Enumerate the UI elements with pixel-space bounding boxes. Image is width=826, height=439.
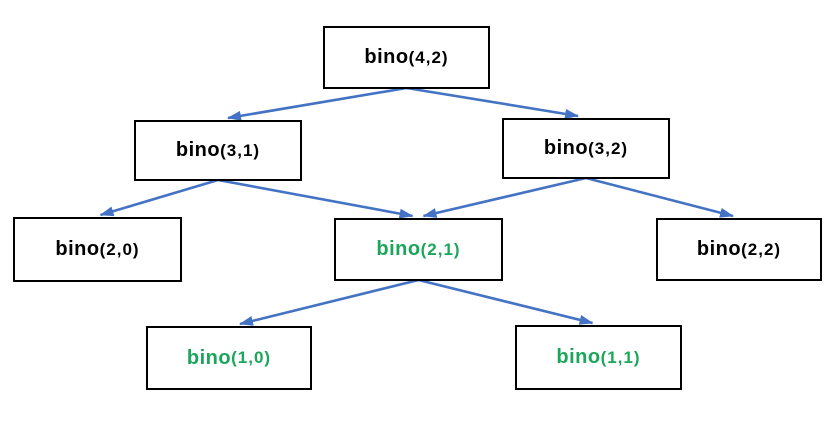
- edge-n31-n21: [217, 178, 414, 219]
- node-arguments: (3,2): [588, 138, 629, 158]
- node-arguments: (3,1): [220, 140, 261, 160]
- node-function-name: bino: [364, 46, 409, 68]
- edge-n42-n31: [227, 86, 407, 121]
- node-bino-2-0: bino(2,0): [13, 217, 182, 282]
- node-arguments: (1,1): [600, 347, 641, 367]
- node-bino-2-1-highlighted: bino(2,1): [334, 218, 503, 281]
- node-function-name: bino: [556, 346, 601, 368]
- node-function-name: bino: [186, 346, 232, 369]
- edge-n21-n10: [239, 278, 419, 326]
- node-bino-2-2: bino(2,2): [656, 218, 822, 281]
- node-arguments: (1,0): [231, 348, 272, 367]
- node-arguments: (2,1): [420, 239, 461, 259]
- node-function-name: bino: [543, 137, 589, 159]
- node-arguments: (2,2): [741, 239, 782, 259]
- node-bino-1-0-highlighted: bino(1,0): [146, 326, 312, 390]
- edge-n32-n21: [422, 176, 587, 218]
- node-function-name: bino: [175, 139, 221, 161]
- node-arguments: (4,2): [408, 47, 449, 67]
- edge-n31-n20: [99, 178, 219, 217]
- node-function-name: bino: [696, 238, 742, 260]
- node-bino-3-1: bino(3,1): [134, 120, 302, 181]
- node-function-name: bino: [55, 238, 100, 260]
- node-bino-4-2: bino(4,2): [323, 26, 490, 89]
- node-arguments: (2,0): [99, 239, 140, 259]
- edge-n21-n11: [418, 278, 594, 325]
- node-bino-1-1-highlighted: bino(1,1): [515, 325, 682, 390]
- node-bino-3-2: bino(3,2): [502, 118, 670, 179]
- edge-n42-n32: [406, 86, 579, 119]
- edge-n32-n22: [585, 176, 734, 218]
- node-function-name: bino: [376, 238, 421, 260]
